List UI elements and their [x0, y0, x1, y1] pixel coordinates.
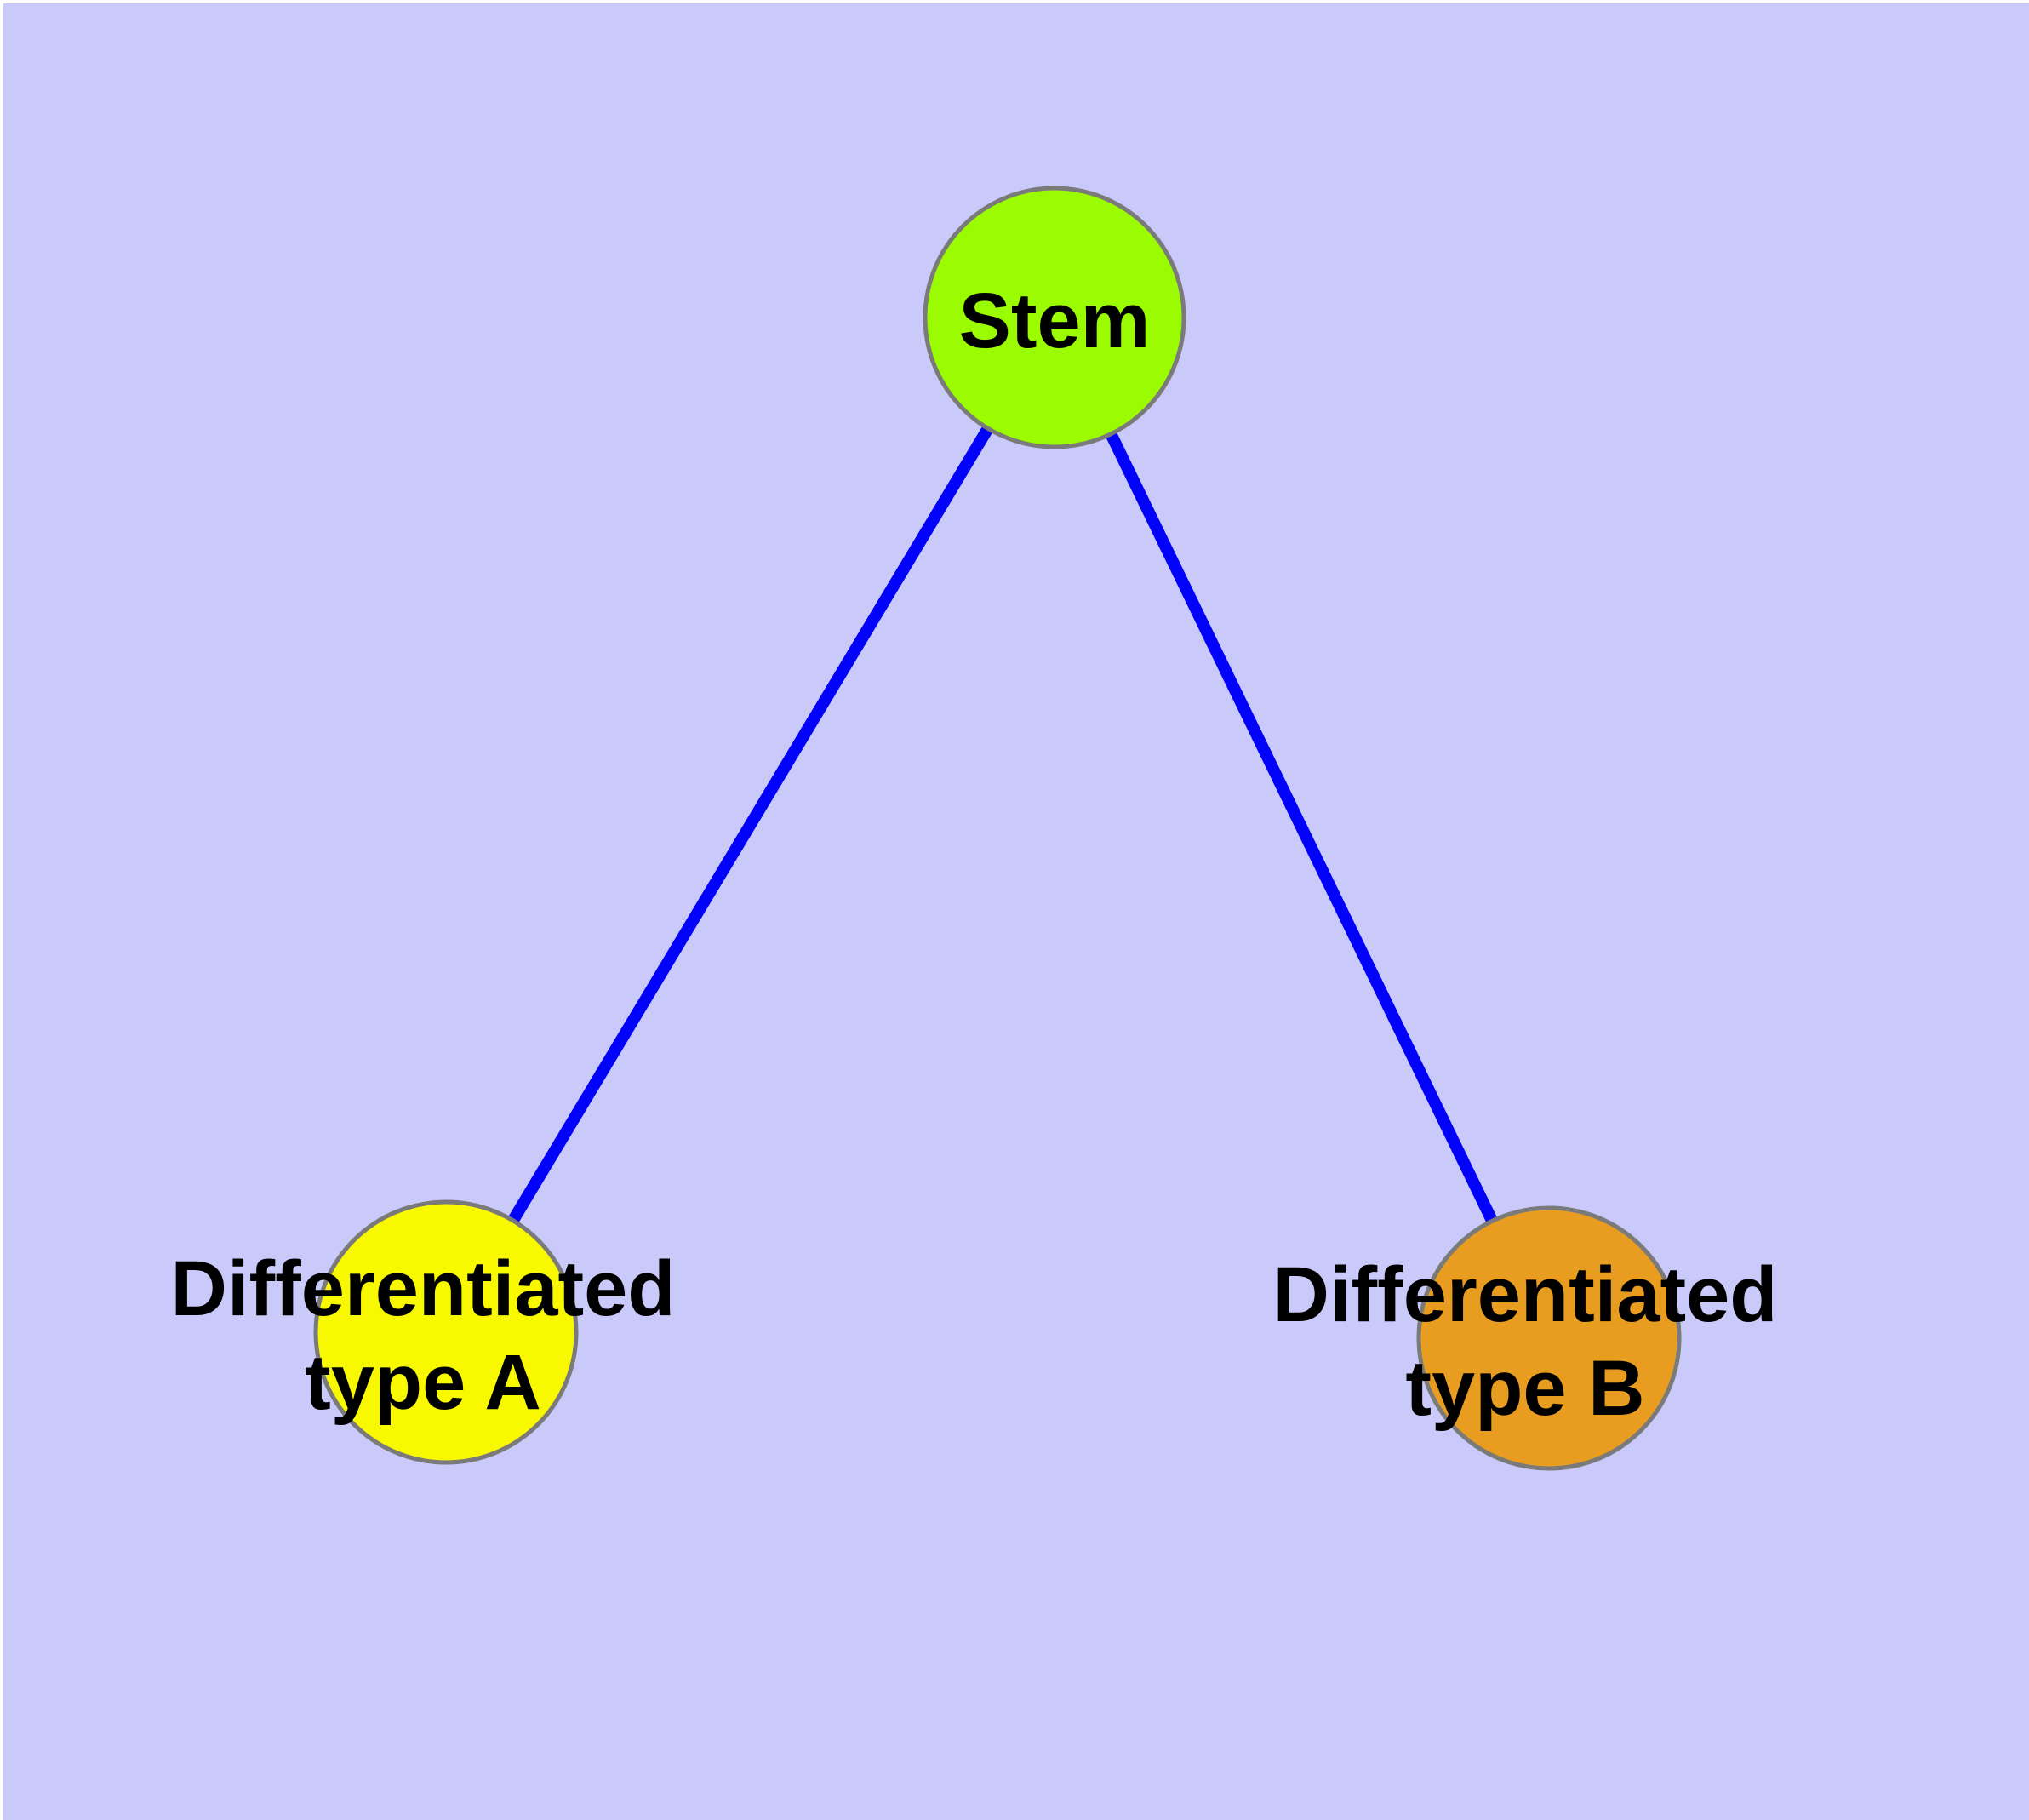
node-label-stem: Stem — [959, 278, 1151, 364]
edges — [440, 314, 1555, 1342]
node-circle-type-b — [1416, 1205, 1682, 1471]
node-circle-type-a — [313, 1199, 579, 1465]
edge-stem-type-a — [440, 314, 1060, 1336]
edge-stem-type-b — [1049, 314, 1555, 1342]
node-stem: Stem — [923, 186, 1186, 449]
node-circle-stem — [923, 186, 1186, 449]
